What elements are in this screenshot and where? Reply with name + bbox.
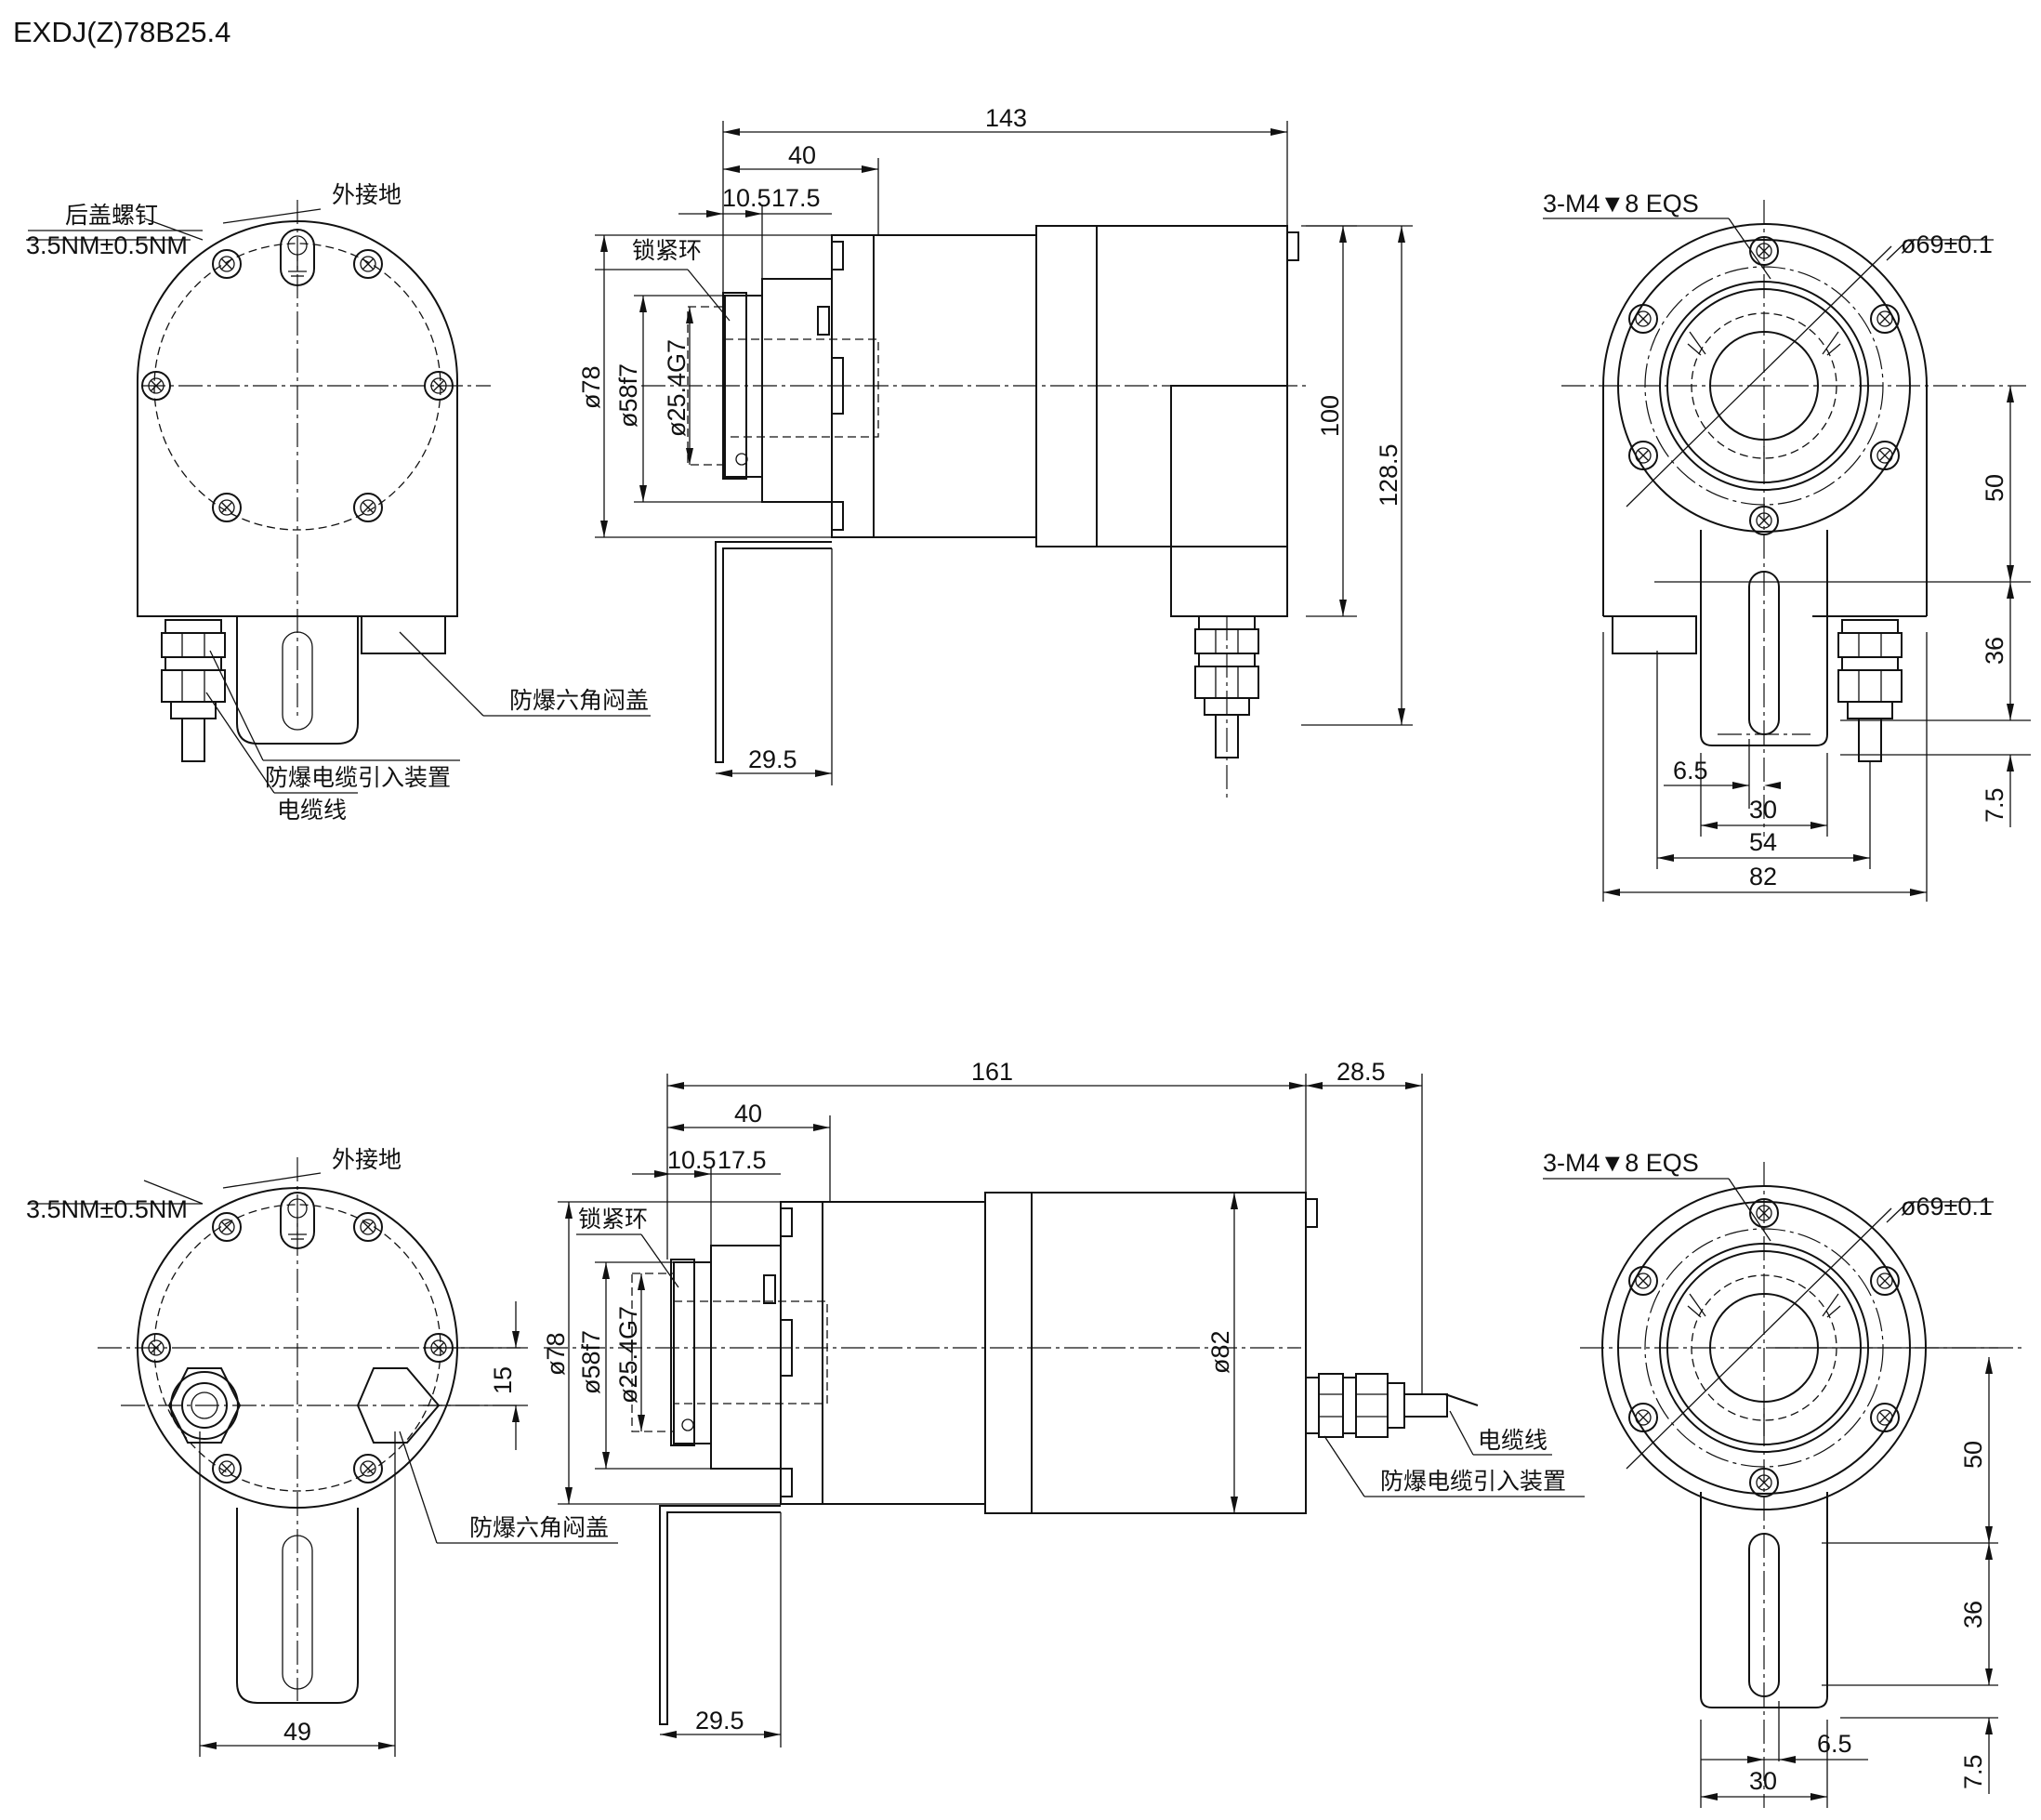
dim-82: 82: [1749, 863, 1777, 890]
dim-161: 161: [971, 1058, 1013, 1086]
rear-pcd-label: ø69±0.1: [1901, 231, 1993, 258]
drawing-title: EXDJ(Z)78B25.4: [13, 16, 230, 48]
dim-6-5-b: 6.5: [1817, 1730, 1852, 1758]
dim-dia-58f7-b: ø58f7: [577, 1330, 605, 1394]
dim-15: 15: [489, 1366, 517, 1394]
rear-screw-label: 后盖螺钉: [65, 202, 158, 229]
dim-29-5: 29.5: [748, 745, 797, 773]
dim-128-5: 128.5: [1375, 443, 1402, 507]
gland-label-2: 防爆电缆引入装置: [1380, 1468, 1566, 1495]
dim-50: 50: [1981, 474, 2008, 502]
dim-dia-58f7: ø58f7: [614, 363, 642, 428]
dim-40: 40: [788, 141, 816, 169]
cable-label-2: 电缆线: [1478, 1427, 1547, 1454]
dim-dia-25-4g7-b: ø25.4G7: [614, 1306, 642, 1404]
dim-40-b: 40: [734, 1100, 762, 1128]
bottom-front-view: 3.5NM±0.5NM 外接地 15 防爆六角闷盖 49: [26, 1146, 618, 1757]
dim-100: 100: [1316, 395, 1344, 437]
bottom-side-view: 161 28.5 40 10.5 17.5 锁紧环 ø78 ø58f7 ø25.…: [542, 1058, 1585, 1747]
dim-7-5: 7.5: [1981, 787, 2008, 823]
dim-28-5: 28.5: [1337, 1058, 1386, 1086]
lock-ring-label: 锁紧环: [632, 237, 702, 264]
dim-49: 49: [283, 1718, 311, 1746]
dim-dia-78-b: ø78: [542, 1332, 570, 1376]
plug-label: 防爆六角闷盖: [509, 687, 649, 714]
gland-label: 防爆电缆引入装置: [265, 764, 451, 791]
ground-label: 外接地: [332, 181, 402, 208]
plug-label-2: 防爆六角闷盖: [469, 1514, 609, 1541]
rear-thread-label: 3-M4▼8 EQS: [1543, 190, 1699, 218]
torque-label: 3.5NM±0.5NM: [26, 231, 188, 259]
top-front-view: 后盖螺钉 3.5NM±0.5NM 外接地 防爆六角闷盖 防爆电缆引入装置 电缆线: [26, 181, 651, 824]
dim-50-b: 50: [1959, 1441, 1987, 1469]
torque-label-2: 3.5NM±0.5NM: [26, 1195, 188, 1223]
dim-17-5: 17.5: [771, 184, 821, 212]
dim-dia-25-4g7: ø25.4G7: [663, 339, 691, 437]
dim-dia-78: ø78: [577, 365, 605, 409]
dim-143: 143: [985, 104, 1027, 132]
top-rear-view: 3-M4▼8 EQS ø69±0.1 50 36 7.5 6.5 30 54 8…: [1543, 190, 2031, 902]
dim-29-5-b: 29.5: [695, 1707, 744, 1734]
top-side-view: 143 40 10.5 17.5 锁紧环 ø78 ø58f7 ø25.4G7 1…: [577, 104, 1413, 799]
dim-6-5: 6.5: [1673, 757, 1708, 785]
dim-7-5-b: 7.5: [1959, 1754, 1987, 1789]
bottom-rear-view: 3-M4▼8 EQS ø69±0.1 50 36 7.5 6.5 30: [1543, 1149, 2026, 1808]
dim-30-b: 30: [1749, 1767, 1777, 1795]
dim-30: 30: [1749, 796, 1777, 824]
rear-pcd-label-2: ø69±0.1: [1901, 1193, 1993, 1220]
dim-36-b: 36: [1959, 1601, 1987, 1629]
cable-label: 电缆线: [277, 797, 347, 824]
ground-label-2: 外接地: [332, 1146, 402, 1173]
dim-10-5: 10.5: [722, 184, 771, 212]
rear-thread-label-2: 3-M4▼8 EQS: [1543, 1149, 1699, 1177]
dim-17-5-b: 17.5: [718, 1146, 767, 1174]
lock-ring-label-2: 锁紧环: [578, 1206, 648, 1233]
dim-36: 36: [1981, 637, 2008, 665]
dim-10-5-b: 10.5: [667, 1146, 717, 1174]
dim-dia-82: ø82: [1206, 1330, 1234, 1374]
dim-54: 54: [1749, 828, 1777, 856]
